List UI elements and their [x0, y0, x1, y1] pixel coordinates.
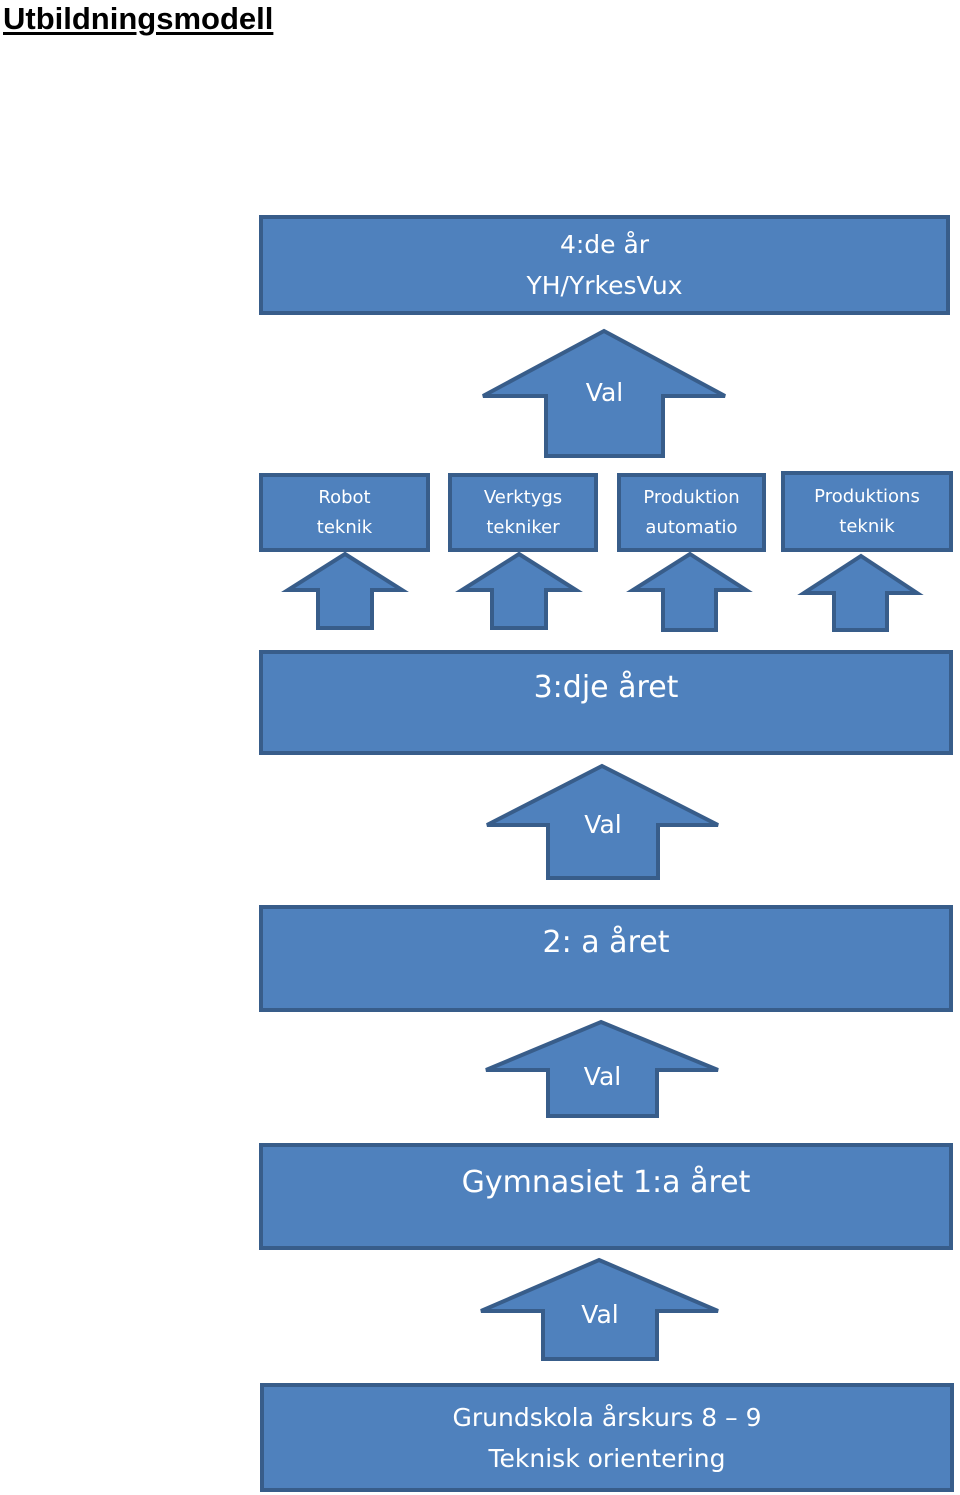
up-arrow-to-year2: [485, 1019, 719, 1118]
box-produktions-teknik: Produktions teknik: [781, 471, 953, 552]
box-robot-teknik: Robot teknik: [259, 473, 430, 552]
box-grundskola-line1: Grundskola årskurs 8 – 9: [452, 1402, 762, 1432]
box-produktions-teknik-line2: teknik: [839, 515, 895, 537]
box-year3: 3:dje året: [259, 650, 953, 755]
box-robot-teknik-line2: teknik: [316, 516, 373, 538]
box-grundskola-line2: Teknisk orientering: [488, 1443, 726, 1473]
box-year1: Gymnasiet 1:a året: [259, 1143, 953, 1250]
box-year4-line1: 4:de år: [559, 230, 650, 259]
up-arrow-to-robot-teknik: [281, 551, 409, 630]
up-arrow-to-produktions-teknik: [797, 553, 924, 632]
box-produktions-teknik-line1: Produktions: [814, 485, 920, 507]
box-verktygs-tekniker-line2: tekniker: [486, 516, 560, 538]
box-robot-teknik-line1: Robot: [318, 486, 371, 508]
box-produktion-automatio: Produktion automatio: [617, 473, 766, 552]
arrow-label-val: Val: [584, 810, 622, 839]
up-arrow-to-produktion-automatio: [626, 551, 753, 632]
up-arrow-to-verktygs-tekniker: [455, 551, 583, 630]
arrow-label-val: Val: [583, 1062, 622, 1091]
box-year4: 4:de år YH/YrkesVux: [259, 215, 950, 315]
arrow-label-val: Val: [581, 1300, 619, 1329]
up-arrow-to-year3: [486, 763, 719, 880]
box-year3-label: 3:dje året: [533, 670, 679, 705]
box-produktion-automatio-line1: Produktion: [643, 486, 740, 508]
box-grundskola: Grundskola årskurs 8 – 9 Teknisk oriente…: [260, 1383, 954, 1492]
box-verktygs-tekniker-line1: Verktygs: [483, 486, 563, 508]
box-produktion-automatio-line2: automatio: [645, 516, 738, 538]
box-verktygs-tekniker: Verktygs tekniker: [448, 473, 598, 552]
arrow-label-val: Val: [585, 378, 624, 407]
box-year2-label: 2: a året: [542, 925, 670, 960]
box-year4-line2: YH/YrkesVux: [526, 271, 683, 300]
up-arrow-to-year1: [480, 1257, 719, 1361]
box-year2: 2: a året: [259, 905, 953, 1012]
box-year1-label: Gymnasiet 1:a året: [461, 1165, 751, 1200]
page-title: Utbildningsmodell: [3, 1, 274, 36]
up-arrow-to-year4: [482, 328, 726, 458]
